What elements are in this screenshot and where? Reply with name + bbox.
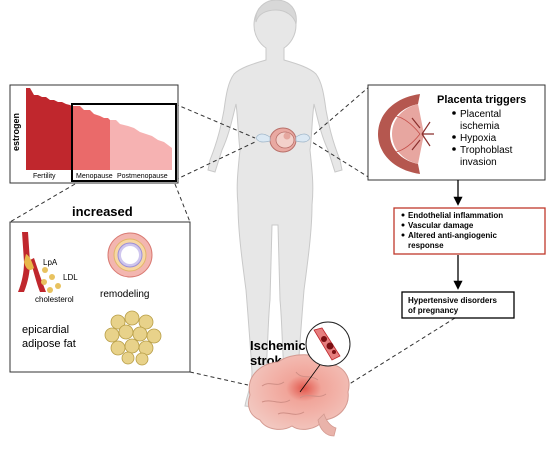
increased-panel-frame xyxy=(9,221,191,373)
lipid-particle-icon xyxy=(47,287,53,293)
estrogen-area-menopause xyxy=(72,106,110,170)
connector-hypertension-to-stroke xyxy=(334,317,456,394)
effect-altered-antiangiogenic-line2: response xyxy=(408,241,444,250)
increased-panel: increased LpA LDL cholesterol remodeling xyxy=(9,204,191,373)
estrogen-phase-postmenopause: Postmenopause xyxy=(117,173,168,180)
label-adipose-fat: adipose fat xyxy=(22,338,76,350)
label-remodeling: remodeling xyxy=(100,289,149,300)
connector-increased-to-stroke xyxy=(189,371,249,386)
adipose-cells-icon xyxy=(104,310,162,366)
hypertension-line1: Hypertensive disorders xyxy=(408,296,497,305)
effect-endothelial-inflammation: Endothelial inflammation xyxy=(408,211,503,220)
label-epicardial: epicardial xyxy=(22,324,69,336)
stroke-line1: Ischemic xyxy=(250,338,306,353)
hypertension-line2: of pregnancy xyxy=(408,306,459,315)
bullet-dot xyxy=(452,147,456,151)
estrogen-ylabel: estrogen xyxy=(11,113,21,151)
stroke-label: Ischemic stroke xyxy=(250,338,306,368)
callout-line xyxy=(299,361,323,393)
vessel-ring-icon xyxy=(107,232,153,278)
inflammation-box-frame xyxy=(393,207,546,255)
connector-menopause-to-increased xyxy=(174,183,191,223)
estrogen-phase-fertility: Fertility xyxy=(33,173,56,180)
estrogen-area-postmenopause xyxy=(110,120,172,170)
estrogen-phase-menopause: Menopause xyxy=(76,173,113,180)
lipid-particle-icon xyxy=(41,279,47,285)
effect-altered-antiangiogenic-line1: Altered anti-angiogenic xyxy=(408,231,497,240)
estrogen-highlight-box xyxy=(71,103,177,182)
connector-estrogen-to-body xyxy=(174,103,256,139)
label-lpa: LpA xyxy=(43,258,58,267)
bullet-dot xyxy=(401,213,405,217)
bullet-dot xyxy=(401,233,405,237)
placenta-trigger-list: Placental ischemia Hypoxia Trophoblast i… xyxy=(452,109,513,168)
lipid-particle-icon xyxy=(55,283,61,289)
connector-placenta-to-body xyxy=(311,85,371,137)
clot-vessel-icon xyxy=(305,321,351,367)
label-cholesterol: cholesterol xyxy=(35,295,74,304)
uterus-fetus-icon xyxy=(255,127,311,153)
inflammation-box: Endothelial inflammation Vascular damage… xyxy=(393,207,546,255)
woman-figure-icon xyxy=(207,0,343,409)
placenta-panel: Placenta triggers Placental ischemia Hyp… xyxy=(367,84,546,181)
dashed-connectors xyxy=(9,85,456,394)
label-ldl: LDL xyxy=(63,273,78,282)
trigger-trophoblast-invasion-line2: invasion xyxy=(460,157,497,168)
placenta-title: Placenta triggers xyxy=(437,94,526,106)
connector-placenta-to-body-2 xyxy=(311,141,371,179)
increased-title: increased xyxy=(72,204,133,219)
estrogen-panel: estrogen Fertility Menopause Postmenopau… xyxy=(9,84,179,184)
trigger-trophoblast-invasion-line1: Trophoblast xyxy=(460,145,513,156)
bullet-dot xyxy=(401,223,405,227)
bullet-dot xyxy=(452,135,456,139)
lipid-particle-icon xyxy=(42,267,48,273)
estrogen-area-fertility xyxy=(26,88,72,170)
trigger-placental-ischemia-line2: ischemia xyxy=(460,121,500,132)
connector-estrogen-to-body-2 xyxy=(174,141,256,181)
placenta-icon xyxy=(378,94,434,174)
effect-vascular-damage: Vascular damage xyxy=(408,221,474,230)
trigger-hypoxia: Hypoxia xyxy=(460,133,497,144)
lipid-particle-icon xyxy=(49,274,55,280)
bullet-dot xyxy=(452,111,456,115)
hypertension-box-frame xyxy=(401,291,515,319)
brain-icon xyxy=(247,354,350,437)
connector-fertility-to-increased xyxy=(9,183,76,223)
hypertension-box: Hypertensive disorders of pregnancy xyxy=(401,291,515,319)
trigger-placental-ischemia-line1: Placental xyxy=(460,109,501,120)
